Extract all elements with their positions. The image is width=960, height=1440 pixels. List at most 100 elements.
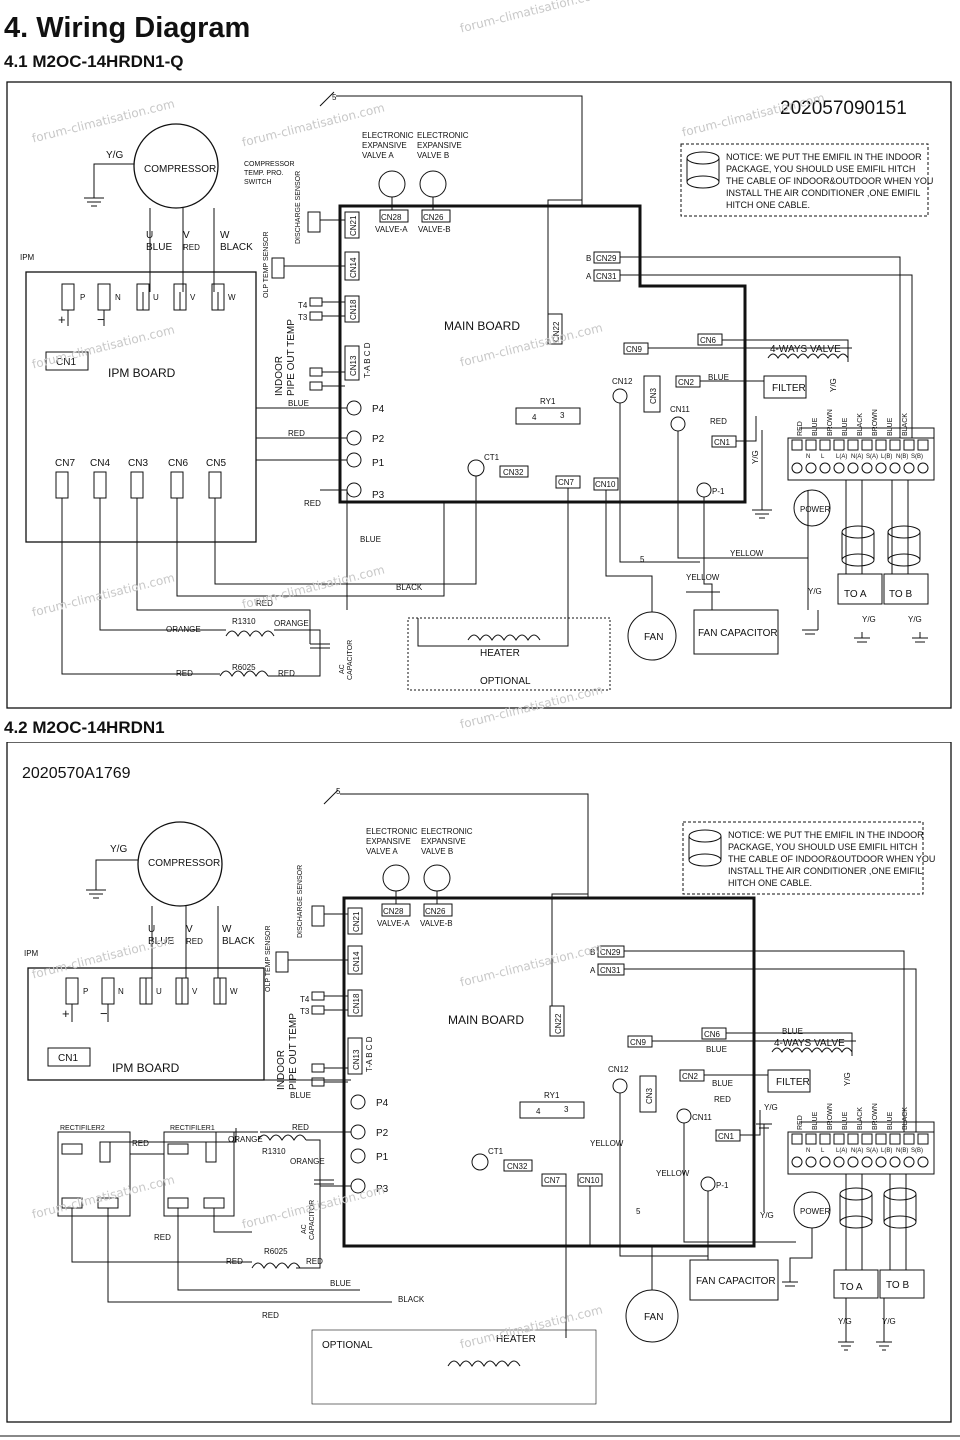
svg-text:HEATER: HEATER (480, 648, 520, 659)
svg-text:BLUE: BLUE (712, 1079, 733, 1088)
main-board-connectors-2: CN21 CN14 CN18 CN13 T-A B C D CN28 CN26 … (347, 903, 741, 1192)
svg-text:CN31: CN31 (596, 272, 617, 281)
diagram-code-2: 2020570A1769 (22, 765, 131, 782)
terminal-screw (833, 1156, 845, 1168)
svg-text:CN14: CN14 (352, 951, 361, 972)
svg-text:P1: P1 (376, 1152, 389, 1163)
svg-text:IPM: IPM (24, 949, 39, 958)
svg-text:CN1: CN1 (56, 357, 76, 368)
svg-text:CN12: CN12 (612, 377, 633, 386)
svg-text:P3: P3 (376, 1184, 389, 1195)
terminal-wire-label: BLUE (842, 417, 849, 436)
svg-text:CN6: CN6 (168, 458, 188, 469)
svg-text:Y/G: Y/G (760, 1211, 774, 1220)
terminal-slot (819, 439, 831, 451)
svg-text:−: − (97, 312, 105, 327)
svg-text:Y/G: Y/G (808, 587, 822, 596)
terminal-wire-label: BLACK (902, 1107, 909, 1130)
svg-text:RED: RED (292, 1123, 309, 1132)
svg-text:T3: T3 (300, 1007, 310, 1016)
valve-a-symbol (378, 170, 406, 198)
svg-text:CN26: CN26 (423, 213, 444, 222)
terminal-slot (917, 1133, 929, 1145)
svg-text:RED: RED (176, 669, 193, 678)
terminal-label: L (821, 1148, 825, 1154)
svg-text:AC: AC (339, 664, 346, 674)
svg-text:RED: RED (288, 429, 305, 438)
wire-labels: RED BLUE RED BLUE BLACK RED ORANGE ORANG… (166, 93, 922, 678)
svg-text:POWER: POWER (800, 505, 830, 514)
terminal-slot (875, 439, 887, 451)
svg-text:RED: RED (714, 1095, 731, 1104)
svg-text:CN2: CN2 (678, 378, 695, 387)
svg-text:TO A: TO A (844, 589, 867, 600)
ipm-board (25, 271, 257, 543)
terminal-screw (875, 1156, 887, 1168)
svg-text:P: P (83, 987, 88, 996)
terminal-block-2 (787, 1131, 935, 1175)
svg-text:CN7: CN7 (558, 478, 575, 487)
svg-text:R1310: R1310 (232, 617, 256, 626)
svg-text:RED: RED (262, 1311, 279, 1320)
wiring-diagram-2: 2020570A1769 NOTICE: WE PUT THE EMIFIL I… (0, 742, 960, 1437)
svg-text:R6025: R6025 (264, 1247, 288, 1256)
terminal-slot (791, 439, 803, 451)
terminal-screw (805, 462, 817, 474)
emifil-notice-2: NOTICE: WE PUT THE EMIFIL IN THE INDOOR … (682, 821, 935, 895)
terminal-slot (833, 1133, 845, 1145)
svg-text:INSTALL THE AIR CONDITIONER ,O: INSTALL THE AIR CONDITIONER ,ONE EMIFIL (728, 866, 922, 876)
emifil-cores (841, 525, 921, 567)
svg-text:CN9: CN9 (630, 1038, 647, 1047)
svg-text:CN3: CN3 (645, 1087, 654, 1104)
svg-text:CT1: CT1 (488, 1147, 504, 1156)
ipm-terminals: P N U V W +− (58, 283, 236, 327)
svg-text:BLUE: BLUE (288, 399, 309, 408)
svg-text:CN26: CN26 (425, 907, 446, 916)
svg-text:RED: RED (186, 937, 203, 946)
terminal-label: N(B) (896, 1148, 908, 1154)
svg-text:CAPACITOR: CAPACITOR (309, 1200, 316, 1240)
svg-text:FAN: FAN (644, 1312, 663, 1323)
svg-text:N: N (115, 293, 121, 302)
svg-text:R1310: R1310 (262, 1147, 286, 1156)
svg-text:T-A B C D: T-A B C D (363, 342, 372, 378)
terminal-label: S(A) (866, 454, 878, 460)
terminal-wire-label: BROWN (872, 409, 879, 436)
terminal-slot (875, 1133, 887, 1145)
svg-text:Y/G: Y/G (862, 615, 876, 624)
svg-text:FAN: FAN (644, 632, 663, 643)
terminal-label: N (806, 1148, 810, 1154)
svg-text:V: V (186, 924, 193, 935)
terminal-wire-label: BLACK (902, 413, 909, 436)
svg-text:Y/G: Y/G (110, 844, 127, 855)
terminal-label: L(A) (836, 454, 847, 460)
svg-text:T4: T4 (300, 995, 310, 1004)
svg-text:CN7: CN7 (55, 458, 75, 469)
terminal-label: L (821, 454, 825, 460)
terminal-screw (805, 1156, 817, 1168)
svg-text:CN28: CN28 (381, 213, 402, 222)
svg-text:4-WAYS VALVE: 4-WAYS VALVE (774, 1038, 845, 1049)
svg-text:P3: P3 (372, 490, 385, 501)
svg-text:HITCH ONE CABLE.: HITCH ONE CABLE. (728, 878, 812, 888)
svg-text:CN9: CN9 (626, 345, 643, 354)
svg-text:TO B: TO B (886, 1280, 909, 1291)
terminal-screw (791, 1156, 803, 1168)
svg-text:VALVE B: VALVE B (417, 151, 449, 160)
svg-text:HEATER: HEATER (496, 1334, 536, 1345)
svg-text:DISCHARGE SENSOR: DISCHARGE SENSOR (295, 171, 302, 244)
terminal-screw (819, 462, 831, 474)
svg-text:RED: RED (154, 1233, 171, 1242)
terminal-label: N(A) (851, 454, 863, 460)
svg-text:BLUE: BLUE (360, 535, 381, 544)
svg-text:INDOOR: INDOOR (274, 356, 285, 396)
svg-text:CT1: CT1 (484, 453, 500, 462)
svg-text:BLUE: BLUE (782, 1027, 803, 1036)
terminal-label: S(B) (911, 1148, 923, 1154)
svg-text:4: 4 (532, 413, 537, 422)
svg-text:−: − (100, 1006, 108, 1021)
svg-text:FILTER: FILTER (772, 383, 806, 394)
terminal-wire-label: BLUE (842, 1111, 849, 1130)
svg-text:B: B (590, 948, 595, 957)
svg-text:CN29: CN29 (596, 254, 617, 263)
